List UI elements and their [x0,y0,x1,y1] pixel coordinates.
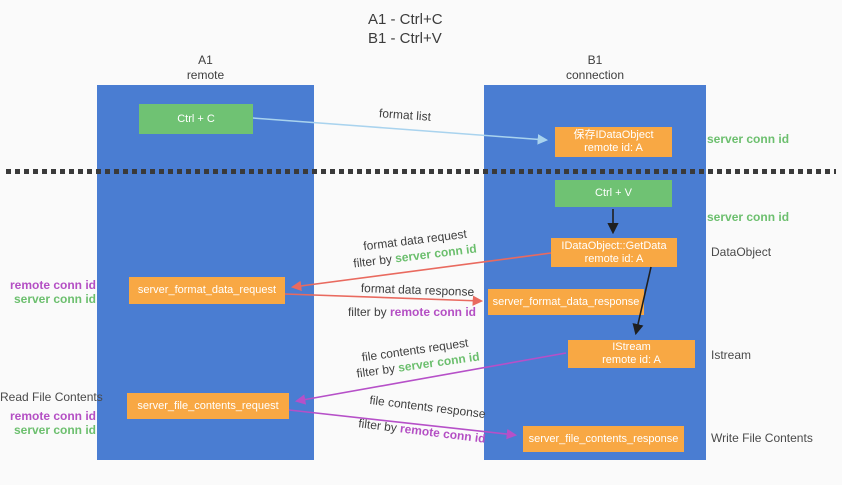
node-server-format-data-response: server_format_data_response [488,289,644,315]
filter-by-text: filter by [357,416,398,435]
title-line-1: A1 - Ctrl+C [368,11,443,28]
node-istream: IStream remote id: A [568,340,695,368]
node-idataobject-getdata-line2: remote id: A [584,252,644,265]
column-b-role: connection [565,68,625,82]
server-conn-id-annotation: server conn id [13,423,96,437]
node-idataobject-getdata: IDataObject::GetData remote id: A [551,238,677,267]
node-ctrl-v: Ctrl + V [555,180,672,207]
filter-by-remote-conn-id-label-1: filter by remote conn id [342,305,482,319]
node-save-idataobject: 保存IDataObject remote id: A [555,127,672,157]
node-istream-line1: IStream [612,341,651,353]
node-ctrl-v-label: Ctrl + V [595,187,632,199]
filter-by-text: filter by [347,305,387,319]
server-conn-id-annotation: server conn id [13,292,96,306]
node-save-idataobject-line1: 保存IDataObject [573,129,654,141]
remote-conn-id-annotation: remote conn id [9,409,96,423]
column-b-id: B1 [587,53,603,67]
remote-conn-id-text: remote conn id [399,421,487,446]
column-a-role: remote [186,68,225,82]
node-server-format-data-request-label: server_format_data_request [137,284,277,296]
remote-conn-id-annotation: remote conn id [9,278,96,292]
column-b-header: B1 connection [484,53,706,83]
dotted-divider [6,169,836,174]
node-server-file-contents-response-label: server_file_contents_response [528,432,679,445]
node-server-format-data-request: server_format_data_request [129,277,285,304]
server-conn-id-annotation-top: server conn id [707,132,790,146]
left-conn-id-annotation-bottom: remote conn id server conn id [0,409,96,437]
node-idataobject-getdata-line1: IDataObject::GetData [561,239,667,252]
read-file-contents-annotation: Read File Contents [0,390,103,404]
node-server-file-contents-request-label: server_file_contents_request [137,399,279,412]
diagram-title: A1 - Ctrl+C B1 - Ctrl+V [368,10,443,48]
node-server-file-contents-request: server_file_contents_request [127,393,289,419]
column-a-id: A1 [198,53,213,67]
write-file-contents-annotation: Write File Contents [711,431,813,445]
node-istream-line2: remote id: A [602,354,661,366]
node-ctrl-c: Ctrl + C [139,104,253,134]
filter-by-text: filter by [352,251,393,271]
dataobject-annotation: DataObject [711,245,772,259]
remote-conn-id-text: remote conn id [390,305,477,319]
filter-by-remote-conn-id-label-2: filter by remote conn id [352,416,493,447]
format-list-label: format list [378,106,432,124]
title-line-2: B1 - Ctrl+V [368,30,442,47]
node-save-idataobject-line2: remote id: A [584,142,643,154]
server-conn-id-annotation-mid: server conn id [707,210,790,224]
left-conn-id-annotation-top: remote conn id server conn id [0,278,96,306]
file-contents-response-label: file contents response [368,392,487,422]
column-a-header: A1 remote [97,53,314,83]
istream-annotation: Istream [711,348,752,362]
node-server-format-data-response-label: server_format_data_response [492,295,640,308]
node-server-file-contents-response: server_file_contents_response [523,426,684,452]
node-ctrl-c-label: Ctrl + C [177,112,215,125]
format-data-response-label: format data response [360,281,475,299]
